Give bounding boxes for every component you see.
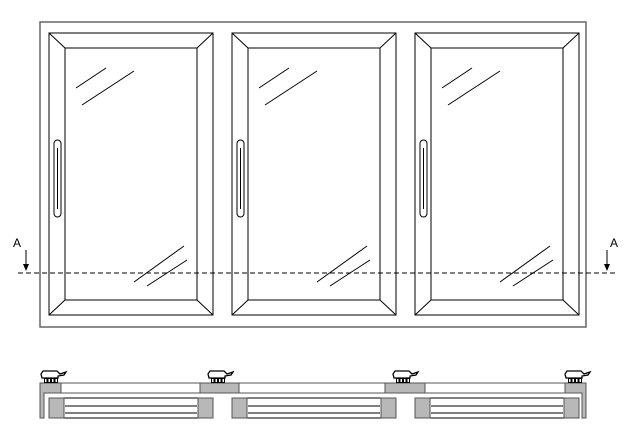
section-label-right: A bbox=[610, 236, 618, 250]
glass-reflection bbox=[258, 67, 290, 89]
roller-hardware-icon bbox=[207, 370, 235, 383]
handle bbox=[419, 139, 428, 218]
roller-hardware-icon bbox=[564, 370, 592, 383]
frame-miter bbox=[48, 32, 66, 49]
handle bbox=[53, 139, 62, 218]
sash-stile bbox=[231, 397, 248, 419]
sash-body bbox=[48, 397, 214, 419]
sash-frame bbox=[414, 32, 580, 316]
window-panel-2 bbox=[231, 32, 397, 316]
sash-body bbox=[414, 397, 580, 419]
sash-stile bbox=[380, 397, 397, 419]
frame-right-profile bbox=[564, 382, 587, 419]
frame-miter bbox=[414, 32, 432, 49]
sash-stile bbox=[563, 397, 580, 419]
glass-reflection bbox=[133, 245, 185, 283]
glass-reflection bbox=[499, 245, 551, 283]
glass-reflection bbox=[447, 70, 501, 106]
top-rail bbox=[39, 382, 587, 394]
glass-pane bbox=[64, 47, 198, 301]
glass-pane bbox=[430, 47, 564, 301]
handle bbox=[236, 139, 245, 218]
sash-section bbox=[48, 397, 214, 419]
glass-pane bbox=[247, 47, 381, 301]
window-panel-3 bbox=[414, 32, 580, 316]
sash-body bbox=[231, 397, 397, 419]
sash-section bbox=[231, 397, 397, 419]
sash-stile bbox=[414, 397, 431, 419]
frame-miter bbox=[379, 299, 397, 316]
frame-miter bbox=[231, 299, 249, 316]
outer-frame bbox=[39, 21, 587, 328]
frame-miter bbox=[231, 32, 249, 49]
frame-miter bbox=[196, 32, 214, 49]
section-arrow-right bbox=[604, 250, 610, 271]
glass-reflection bbox=[441, 67, 473, 89]
glass-reflection bbox=[75, 67, 107, 89]
frame-miter bbox=[562, 299, 580, 316]
glass-reflection bbox=[264, 70, 318, 106]
mullion-profile bbox=[384, 382, 426, 394]
section-arrow-left bbox=[23, 250, 29, 271]
mullion-profile bbox=[199, 382, 240, 394]
section-view bbox=[39, 370, 592, 419]
frame-miter bbox=[196, 299, 214, 316]
roller-hardware-icon bbox=[40, 370, 68, 383]
roller-hardware-icon bbox=[392, 370, 420, 383]
sash-stile bbox=[197, 397, 214, 419]
section-label-left: A bbox=[13, 236, 21, 250]
frame-miter bbox=[48, 299, 66, 316]
sash-section bbox=[414, 397, 580, 419]
frame-miter bbox=[414, 299, 432, 316]
sash-stile bbox=[48, 397, 65, 419]
frame-miter bbox=[379, 32, 397, 49]
glass-reflection bbox=[81, 70, 135, 106]
frame-miter bbox=[562, 32, 580, 49]
sash-frame bbox=[231, 32, 397, 316]
sash-frame bbox=[48, 32, 214, 316]
frame-left-profile bbox=[39, 382, 62, 419]
glass-reflection bbox=[316, 245, 368, 283]
